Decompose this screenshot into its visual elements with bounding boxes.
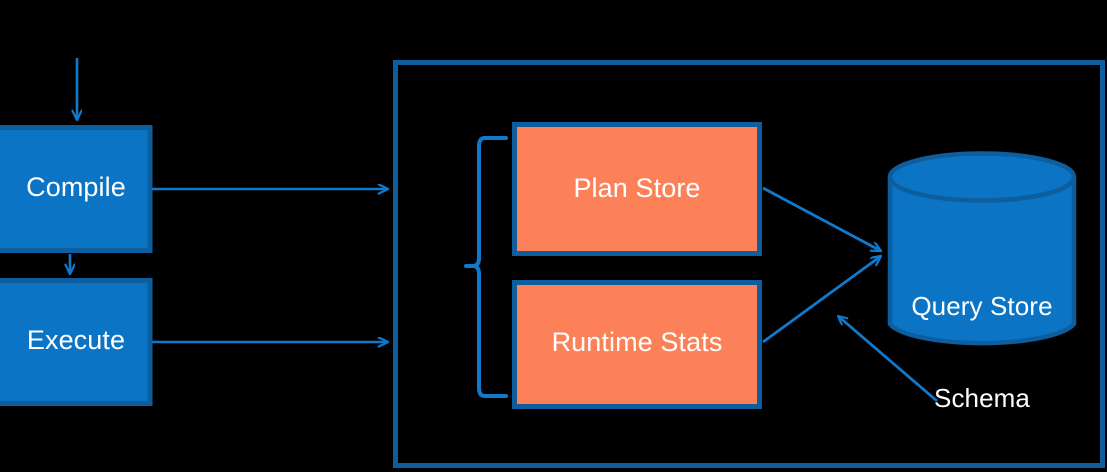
arrow-external-to-schema — [838, 314, 938, 403]
arrow-runtime-stats-to-schema — [762, 256, 881, 344]
query-store-schema-cylinder[interactable] — [887, 151, 1077, 346]
query-store-container — [393, 60, 1105, 468]
execute-box[interactable] — [0, 278, 153, 406]
runtime-stats-box[interactable] — [512, 280, 762, 409]
arrow-plan-store-to-schema — [762, 186, 881, 253]
grouping-brace — [464, 136, 508, 398]
compile-box[interactable] — [0, 125, 153, 253]
plan-store-box[interactable] — [512, 122, 762, 256]
